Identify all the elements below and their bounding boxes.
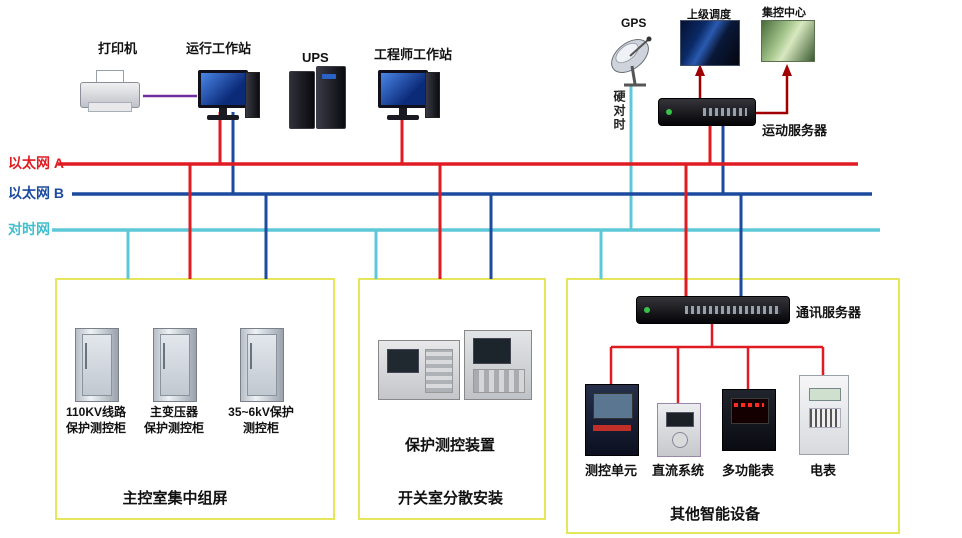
- cabinet-handle-icon: [163, 343, 165, 369]
- printer-label: 打印机: [98, 41, 138, 56]
- computer-tower-icon: [425, 72, 440, 118]
- engineer-workstation-label: 工程师工作站: [374, 47, 453, 62]
- telecontrol-server-image: [658, 98, 756, 126]
- meter-barcode-icon: [809, 408, 841, 428]
- cabinet-handle-icon: [85, 343, 87, 369]
- box2-title: 开关室分散安装: [397, 490, 503, 507]
- monitor-screen-icon: [378, 70, 428, 108]
- gps-dish-icon: [604, 32, 660, 90]
- multifunction-meter-label: 多功能表: [721, 463, 774, 478]
- central-control-photo: [761, 20, 815, 62]
- cabinet-110kv-image: [75, 328, 119, 402]
- protection-device-image-1: [378, 340, 460, 400]
- cabinet-transformer-label: 主变压器 保护测控柜: [143, 405, 204, 435]
- meter-dial-icon: [672, 432, 688, 448]
- cabinet-handle-icon: [250, 343, 252, 369]
- box-other-smart-devices: [566, 278, 900, 534]
- ups-tower-icon: [316, 66, 346, 129]
- cabinet-door-icon: [82, 334, 112, 396]
- device-keypad-icon: [473, 369, 525, 393]
- multifunction-meter-image: [722, 389, 776, 451]
- monitor-stand-icon: [399, 108, 407, 115]
- link-central-control: [754, 74, 789, 115]
- cabinet-door-icon: [247, 334, 277, 396]
- operator-workstation-label: 运行工作站: [186, 41, 252, 56]
- bus-label-ethernet-b: 以太网 B: [8, 185, 64, 201]
- device-screen-icon: [593, 393, 633, 419]
- ups-image: [289, 66, 347, 129]
- hard-time-sync-label: 硬对时: [612, 90, 626, 132]
- box-main-control-room: [55, 278, 335, 520]
- cabinet-35-6kv-image: [240, 328, 284, 402]
- arrow-central-control-icon: [782, 64, 792, 76]
- server-led-icon: [644, 307, 650, 313]
- upper-dispatch-photo: [680, 20, 740, 66]
- device-screen-icon: [473, 338, 511, 364]
- monitor-screen-icon: [198, 70, 248, 108]
- meter-display-icon: [809, 388, 841, 401]
- server-ports-icon: [703, 108, 747, 116]
- meter-digits-icon: [734, 403, 764, 407]
- bus-label-timing: 对时网: [8, 221, 50, 237]
- energy-meter-image: [799, 375, 849, 455]
- comm-server-label: 通讯服务器: [796, 305, 862, 320]
- server-ports-icon: [685, 306, 781, 314]
- cabinet-110kv-label: 110KV线路 保护测控柜: [65, 405, 127, 435]
- device-screen-icon: [387, 349, 419, 373]
- printer-tray-icon: [88, 102, 132, 112]
- upper-dispatch-label: 上级调度: [687, 9, 731, 21]
- ups-label: UPS: [302, 50, 329, 65]
- ups-tower-icon: [289, 71, 315, 129]
- box3-title: 其他智能设备: [669, 506, 760, 523]
- computer-tower-icon: [245, 72, 260, 118]
- protection-device-label: 保护测控装置: [404, 437, 495, 454]
- printer-image: [80, 70, 140, 116]
- server-led-icon: [666, 109, 672, 115]
- operator-workstation-image: [198, 70, 260, 126]
- protection-device-image-2: [464, 330, 532, 400]
- monitor-base-icon: [207, 115, 239, 120]
- ups-led-icon: [322, 74, 336, 79]
- engineer-workstation-image: [378, 70, 440, 126]
- metering-unit-label: 测控单元: [584, 463, 637, 478]
- cabinet-door-icon: [160, 334, 190, 396]
- gps-label: GPS: [621, 16, 647, 30]
- meter-window-icon: [666, 412, 694, 427]
- device-stripe-icon: [593, 425, 631, 431]
- telecontrol-server-label: 运动服务器: [762, 123, 828, 138]
- meter-display-icon: [731, 398, 769, 424]
- cabinet-35-6kv-label: 35~6kV保护 测控柜: [228, 405, 294, 435]
- cabinet-transformer-image: [153, 328, 197, 402]
- dc-system-image: [657, 403, 701, 457]
- device-buttons-icon: [425, 349, 453, 393]
- energy-meter-label: 电表: [809, 463, 836, 478]
- box1-title: 主控室集中组屏: [122, 490, 228, 507]
- monitor-stand-icon: [219, 108, 227, 115]
- comm-server-image: [636, 296, 790, 324]
- bus-label-ethernet-a: 以太网 A: [8, 155, 64, 171]
- central-control-label: 集控中心: [762, 7, 806, 19]
- monitor-base-icon: [387, 115, 419, 120]
- box-switch-room: [358, 278, 546, 520]
- dc-system-label: 直流系统: [651, 463, 704, 478]
- metering-unit-image: [585, 384, 639, 456]
